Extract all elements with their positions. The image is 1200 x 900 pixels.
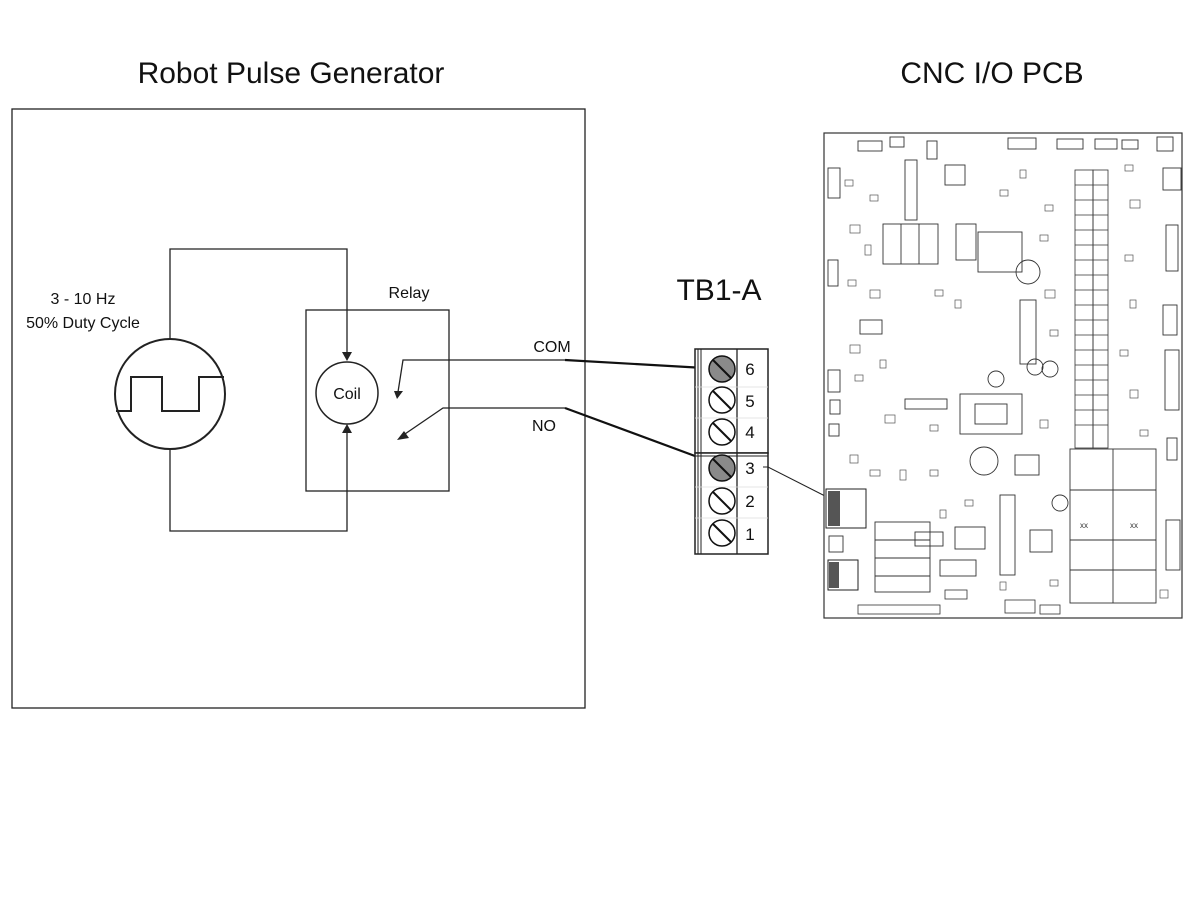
terminal-screw-2 bbox=[708, 487, 736, 515]
pcb-board: xx xx bbox=[823, 132, 1183, 619]
signal-duty-label: 50% Duty Cycle bbox=[26, 315, 140, 332]
terminal-screw-5 bbox=[708, 386, 736, 414]
com-label: COM bbox=[533, 339, 570, 356]
relay-contact-com bbox=[394, 359, 565, 399]
terminal-number-2: 2 bbox=[745, 492, 754, 511]
relay-box bbox=[305, 309, 450, 492]
terminal-screw-1 bbox=[708, 519, 736, 547]
relay-label: Relay bbox=[389, 285, 430, 302]
terminal-screw-4 bbox=[708, 418, 736, 446]
arrow-icon bbox=[342, 352, 352, 361]
relay-coil bbox=[315, 361, 379, 425]
pulse-generator-title: Robot Pulse Generator bbox=[138, 57, 445, 90]
terminal-screw-3 bbox=[708, 454, 736, 482]
terminal-number-5: 5 bbox=[745, 392, 754, 411]
terminal-block-title: TB1-A bbox=[676, 274, 761, 307]
arrow-icon bbox=[342, 424, 352, 433]
coil-label: Coil bbox=[333, 386, 361, 403]
leader-line bbox=[763, 466, 828, 498]
terminal-number-6: 6 bbox=[745, 360, 754, 379]
relay-contact-no bbox=[397, 407, 565, 440]
terminal-number-1: 1 bbox=[745, 525, 754, 544]
pulse-generator-enclosure bbox=[11, 108, 586, 709]
coil-drive-wire bbox=[169, 248, 348, 532]
svg-text:xx: xx bbox=[1080, 521, 1088, 530]
no-label: NO bbox=[532, 418, 556, 435]
pcb-title: CNC I/O PCB bbox=[900, 57, 1083, 90]
terminal-number-3: 3 bbox=[745, 459, 754, 478]
terminal-number-4: 4 bbox=[745, 423, 754, 442]
square-wave-source-icon bbox=[114, 338, 226, 450]
signal-frequency-label: 3 - 10 Hz bbox=[51, 291, 116, 308]
svg-text:xx: xx bbox=[1130, 521, 1138, 530]
terminal-screw-6 bbox=[708, 355, 736, 383]
